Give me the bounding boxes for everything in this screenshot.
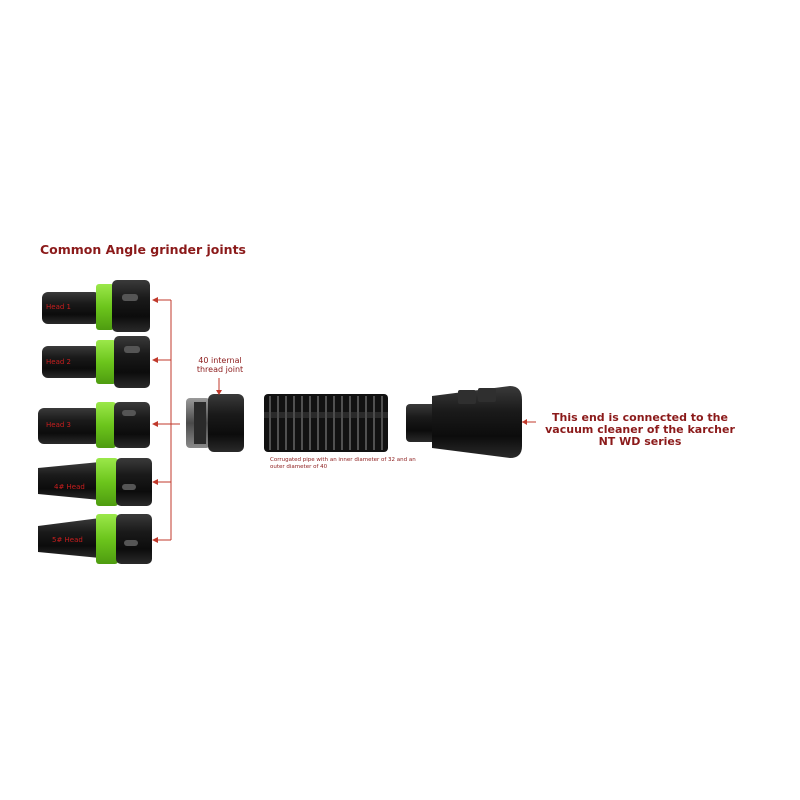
head-4-adapter (38, 458, 152, 506)
page-title: Common Angle grinder joints (40, 242, 246, 257)
vacuum-end-arrow (522, 419, 536, 425)
head-3-adapter (38, 402, 150, 448)
thread-joint-arrow (216, 378, 222, 395)
pipe-note: Corrugated pipe with an inner diameter o… (270, 457, 416, 470)
head-5-adapter (38, 514, 152, 564)
thread-joint-adapter (186, 394, 244, 452)
head-1-adapter (42, 280, 150, 332)
head-1-label: Head 1 (46, 303, 71, 311)
corrugated-pipe (264, 394, 388, 452)
head-4-label: 4# Head (54, 483, 85, 491)
head-5-label: 5# Head (52, 536, 83, 544)
head-2-label: Head 2 (46, 358, 71, 366)
head-3-label: Head 3 (46, 421, 71, 429)
thread-joint-note: 40 internal thread joint (196, 356, 244, 374)
bracket-left-arrow (152, 297, 158, 543)
heads-bracket (158, 299, 180, 541)
vacuum-end-connector (406, 386, 522, 458)
vacuum-end-note: This end is connected to the vacuum clea… (545, 411, 735, 448)
head-2-adapter (42, 336, 150, 388)
